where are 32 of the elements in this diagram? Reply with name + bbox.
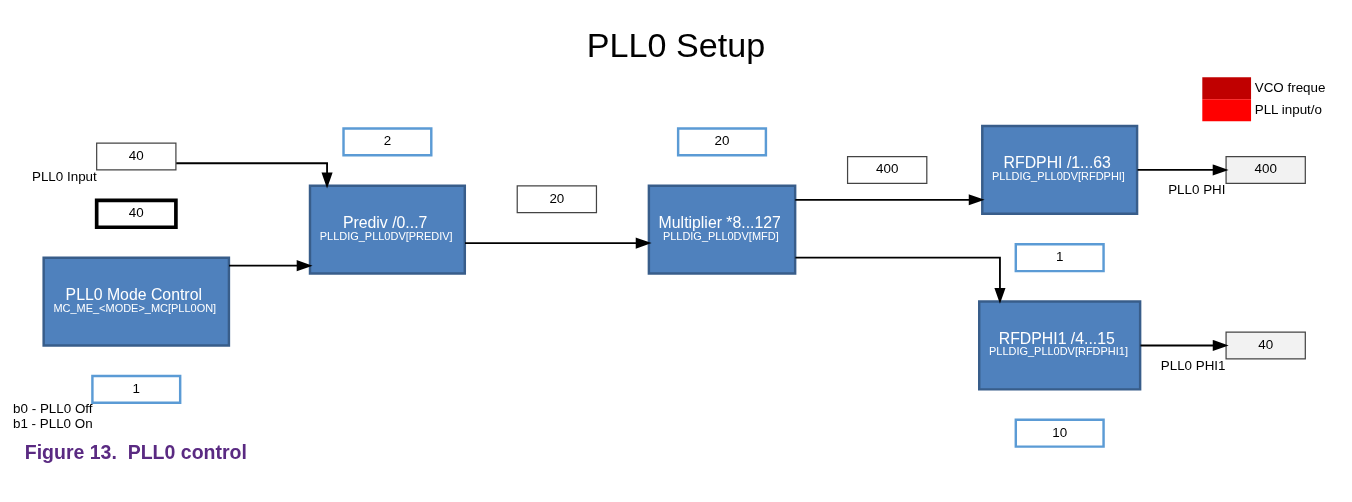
node-box: Prediv /0...7 PLLDIG_PLL0DV[PREDIV] [308, 184, 467, 275]
node-label: b1 - PLL0 On [12, 416, 93, 432]
node-box: 40 [94, 198, 178, 230]
node-box: RFDPHI1 /4...15 PLLDIG_PLL0DV[RFDPHI1] [978, 300, 1142, 391]
node-box: 2 [342, 127, 433, 157]
node-label: PLL0 PHI1 [1160, 357, 1226, 373]
node-box: Multiplier *8...127 PLLDIG_PLL0DV[MFD] [647, 184, 797, 275]
caption: Figure 13. PLL0 control [24, 440, 247, 463]
arrow [464, 237, 652, 249]
node-box: 1 [91, 374, 182, 404]
arrow [794, 194, 985, 206]
node-box: 1 [1014, 243, 1105, 273]
node-label: b0 - PLL0 Off [13, 401, 93, 417]
node-label: PLL0 Input [31, 168, 97, 184]
node-box: 20 [676, 127, 768, 157]
arrow [1136, 164, 1229, 176]
node-box: RFDPHI /1...63 PLLDIG_PLL0DV[RFDPHI] [981, 124, 1139, 216]
node-box: PLL0 Mode Control MC_ME_<MODE>_MC[PLL0ON] [42, 256, 231, 347]
node-box: 40 [1225, 331, 1306, 360]
node-box: 20 [516, 185, 598, 214]
node-box: 10 [1014, 418, 1105, 448]
node-box: 40 [96, 142, 177, 171]
legend-label: VCO freque [1254, 79, 1326, 95]
legend-label: PLL input/o [1254, 101, 1322, 117]
node-label: PLL0 PHI [1168, 182, 1226, 198]
arrow [794, 256, 1006, 304]
node-box: 400 [846, 155, 928, 184]
diagram-title: PLL0 Setup [586, 26, 766, 65]
node-box: 400 [1225, 155, 1306, 184]
arrow [1139, 339, 1229, 352]
arrow [228, 260, 313, 272]
arrow [175, 162, 333, 189]
